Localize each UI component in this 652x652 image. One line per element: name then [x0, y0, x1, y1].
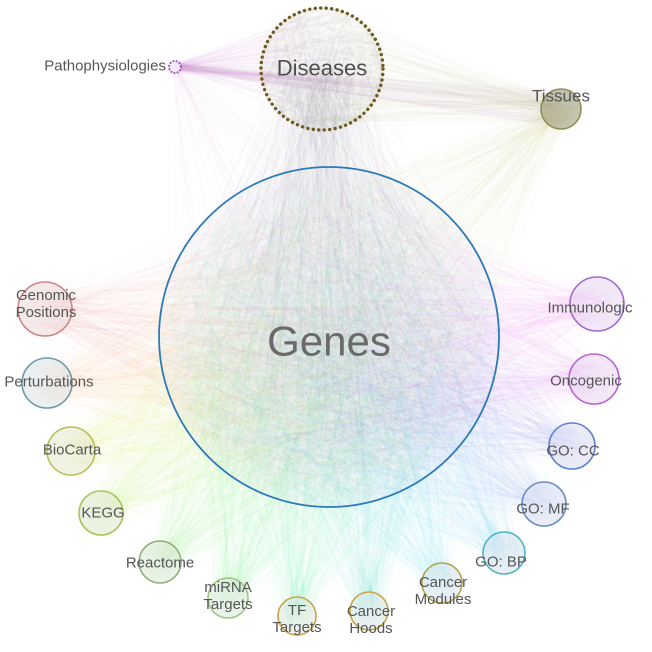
node-genomic_positions[interactable]	[17, 281, 73, 337]
node-go_mf[interactable]	[521, 481, 567, 527]
node-mirna_targets[interactable]	[207, 577, 249, 619]
node-go_cc[interactable]	[548, 422, 596, 470]
node-reactome[interactable]	[138, 540, 182, 584]
node-cancer_modules[interactable]	[421, 562, 463, 604]
node-perturbations[interactable]	[21, 357, 73, 409]
node-cancer_hoods[interactable]	[349, 591, 389, 631]
node-biocarta[interactable]	[46, 426, 96, 476]
node-kegg[interactable]	[78, 490, 124, 536]
node-tf_targets[interactable]	[277, 596, 317, 636]
node-genes[interactable]	[158, 166, 500, 508]
node-go_bp[interactable]	[482, 531, 526, 575]
node-diseases[interactable]	[259, 6, 385, 132]
node-immunologic[interactable]	[569, 276, 625, 332]
node-oncogenic[interactable]	[568, 353, 620, 405]
node-tissues[interactable]	[540, 88, 582, 130]
node-pathophysiologies[interactable]	[167, 59, 183, 75]
